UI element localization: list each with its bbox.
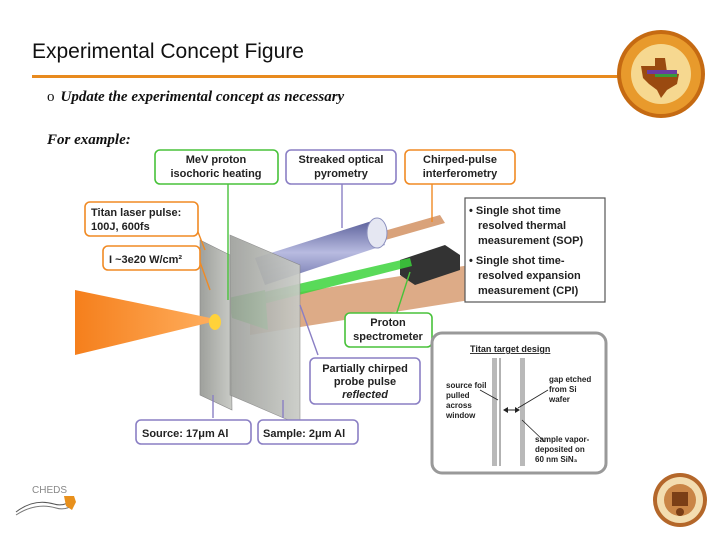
laser-cone <box>75 290 220 355</box>
inset-window-right <box>520 358 525 466</box>
foil-label-1: source foil <box>446 381 486 390</box>
cpi-line-2: resolved expansion <box>478 270 581 282</box>
sample-vapor-label-3: 60 nm SiN₃ <box>535 455 578 464</box>
inset-title: Titan target design <box>470 344 550 354</box>
page-title: Experimental Concept Figure <box>32 40 304 63</box>
laser-focus <box>209 314 221 330</box>
university-seal-logo <box>653 473 707 527</box>
gap-label-1: gap etched <box>549 375 591 384</box>
inset-window-left <box>492 358 497 466</box>
measurements-box <box>464 197 606 303</box>
sample-vapor-label-2: deposited on <box>535 445 585 454</box>
target-design-inset <box>430 331 608 475</box>
streaked-label-2: pyrometry <box>314 168 369 180</box>
probe-box <box>309 357 421 405</box>
gap-label-2: from Si <box>549 385 577 394</box>
cpi-line-1: • Single shot time- <box>469 255 565 267</box>
cpi-line-3: measurement (CPI) <box>478 285 579 297</box>
foil-label-2: pulled <box>446 391 470 400</box>
streaked-label-1: Streaked optical <box>299 154 384 166</box>
streaked-box <box>285 149 397 185</box>
source-box <box>135 419 252 445</box>
gap-label-3: wafer <box>548 395 570 404</box>
mev-proton-box <box>154 149 279 185</box>
cheds-logo-text: CHEDS <box>32 485 67 496</box>
chirped-label-2: interferometry <box>423 168 498 180</box>
texas-seal-logo <box>617 30 705 118</box>
chirped-label-1: Chirped-pulse <box>423 154 497 166</box>
example-label: For example: <box>47 132 131 148</box>
foil-label-3: across <box>446 401 472 410</box>
bullet-marker: o <box>47 89 55 105</box>
probe-label-2: probe pulse <box>334 376 396 388</box>
sample-label: Sample: 2μm Al <box>263 428 345 440</box>
titan-label-1: Titan laser pulse: <box>91 207 181 219</box>
intensity-label: I ~3e20 W/cm² <box>109 254 182 266</box>
sop-line-3: measurement (SOP) <box>478 235 583 247</box>
probe-label-1: Partially chirped <box>322 363 408 375</box>
title-underline <box>32 75 640 78</box>
probe-label-3: reflected <box>342 389 388 401</box>
chirped-box <box>404 149 516 185</box>
spectrometer-box <box>400 245 460 285</box>
mev-proton-label-2: isochoric heating <box>170 168 261 180</box>
cheds-logo: CHEDS <box>15 485 76 516</box>
titan-box <box>84 201 199 237</box>
proton-spec-label-2: spectrometer <box>353 331 423 343</box>
intensity-box <box>102 245 201 271</box>
proton-spectrometer-box <box>344 312 433 348</box>
source-label: Source: 17μm Al <box>142 428 228 440</box>
sample-plate <box>229 234 301 426</box>
foil-label-4: window <box>445 411 476 420</box>
sample-box <box>257 419 359 445</box>
bullet-text: Update the experimental concept as neces… <box>60 89 345 105</box>
bullet-item: o Update the experimental concept as nece… <box>47 89 344 106</box>
sop-line-1: • Single shot time <box>469 205 561 217</box>
sop-line-2: resolved thermal <box>478 220 566 232</box>
pyrometry-tube-end <box>366 217 388 249</box>
proton-spec-label-1: Proton <box>370 317 406 329</box>
sample-vapor-label-1: sample vapor- <box>535 435 590 444</box>
mev-proton-label-1: MeV proton <box>186 154 247 166</box>
titan-label-2: 100J, 600fs <box>91 221 150 233</box>
